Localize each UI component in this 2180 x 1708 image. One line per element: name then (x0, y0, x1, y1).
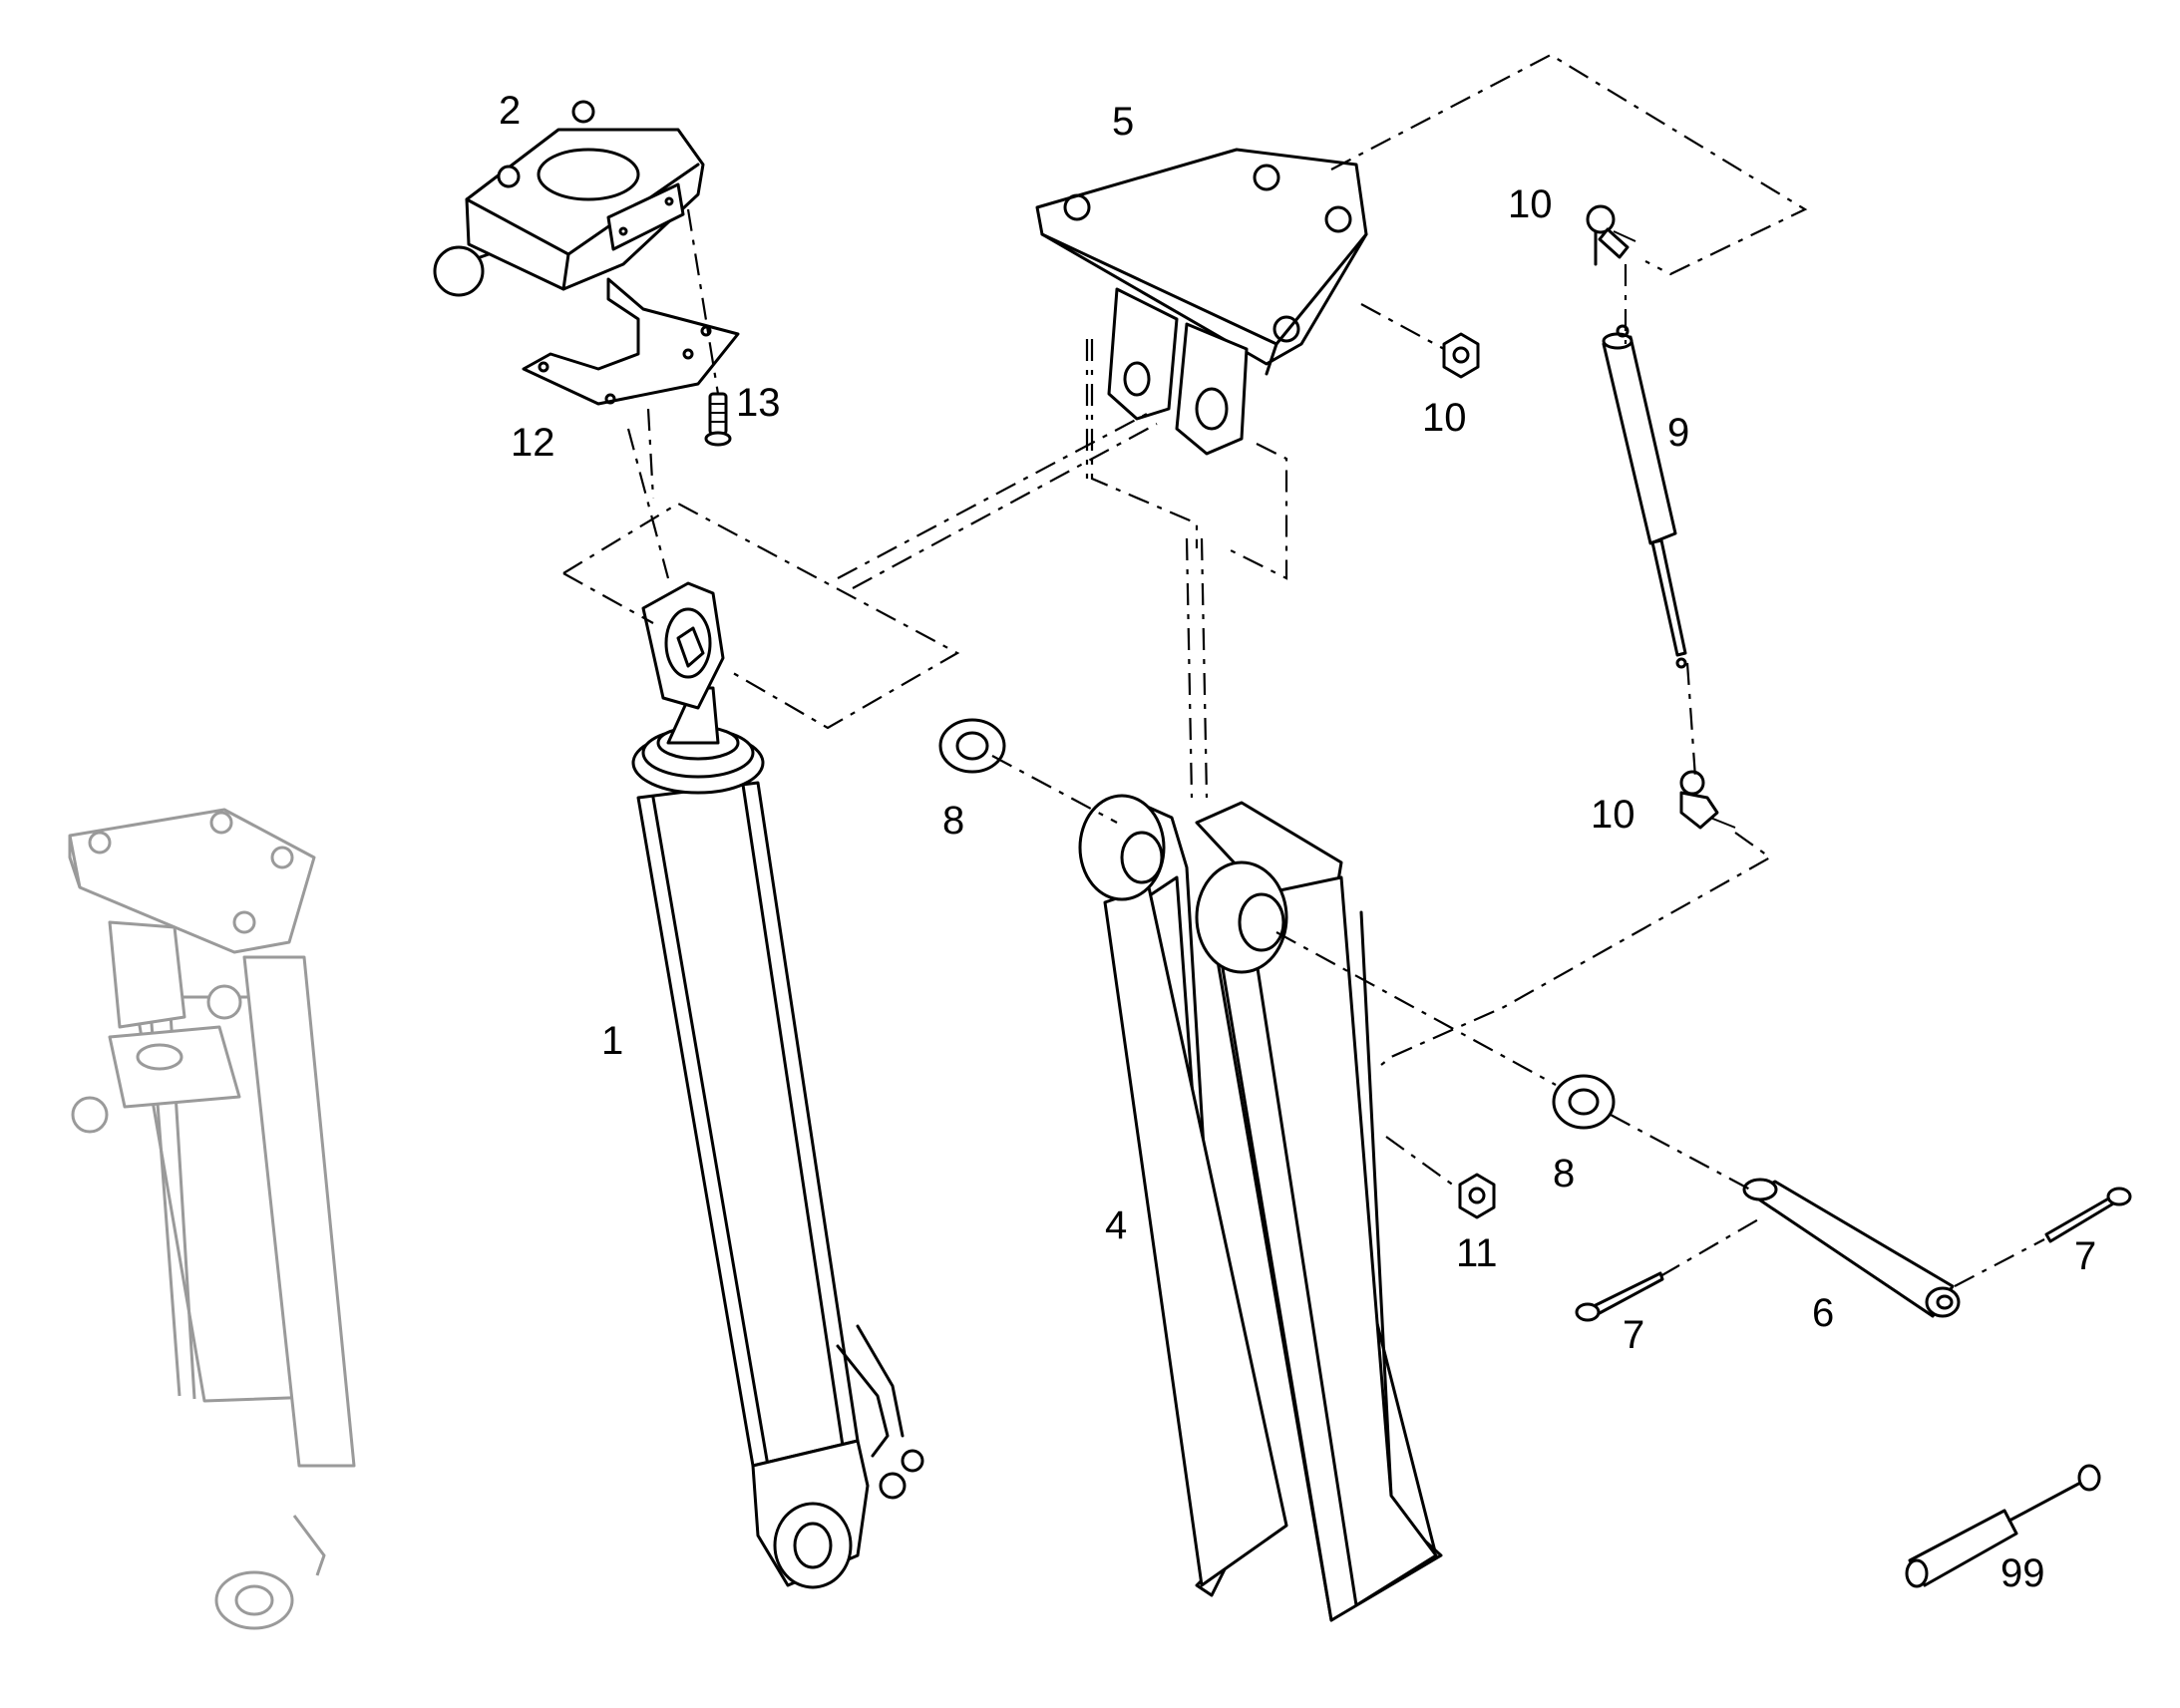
part-label-8-lower: 8 (1553, 1152, 1575, 1196)
part-label-10-upper: 10 (1508, 182, 1553, 226)
part-8-washer-lower: 8 (1552, 1074, 1616, 1196)
assembly-centerlines (562, 53, 2045, 1287)
part-label-11-lower: 11 (1456, 1231, 1498, 1275)
part-6-pin: 6 (1742, 1178, 1961, 1335)
part-label-7-left: 7 (1623, 1313, 1644, 1357)
part-label-12: 12 (511, 421, 555, 465)
part-2-clamp-block: 2 (433, 89, 705, 297)
part-label-2: 2 (499, 89, 521, 133)
part-label-99: 99 (2000, 1551, 2045, 1595)
part-11-nut-lower: 11 (1456, 1173, 1498, 1275)
part-label-8-upper: 8 (942, 799, 964, 843)
part-label-5: 5 (1112, 100, 1134, 144)
part-10-ball-joint-lower: 10 (1591, 770, 1736, 837)
part-5-mounting-plate: 5 (1035, 100, 1368, 456)
assembled-view-ghost (68, 808, 356, 1630)
part-7-split-pin-left: 7 (1575, 1271, 1664, 1357)
part-10-ball-joint-upper: 10 (1508, 182, 1636, 266)
part-7-split-pin-right: 7 (2044, 1187, 2132, 1278)
part-99-kit: 99 (1905, 1464, 2101, 1595)
part-11-nut-upper: 10 (1422, 332, 1480, 440)
part-label-7-right: 7 (2074, 1234, 2096, 1278)
part-9-gas-spring: 9 (1602, 324, 1689, 669)
part-13-bolt: 13 (704, 381, 781, 447)
part-label-11-upper: 10 (1422, 396, 1467, 440)
part-label-1: 1 (601, 1019, 623, 1063)
part-4-lever-arms: 4 (1078, 794, 1443, 1622)
part-label-4: 4 (1105, 1203, 1127, 1247)
part-1-hydraulic-cylinder: 1 (601, 581, 924, 1589)
part-label-13: 13 (736, 381, 781, 425)
part-label-9: 9 (1667, 411, 1689, 455)
part-label-10-lower: 10 (1591, 793, 1635, 837)
part-8-washer-upper: 8 (938, 718, 1006, 843)
part-12-gasket-plate: 12 (511, 277, 740, 465)
part-label-6: 6 (1812, 1291, 1834, 1335)
